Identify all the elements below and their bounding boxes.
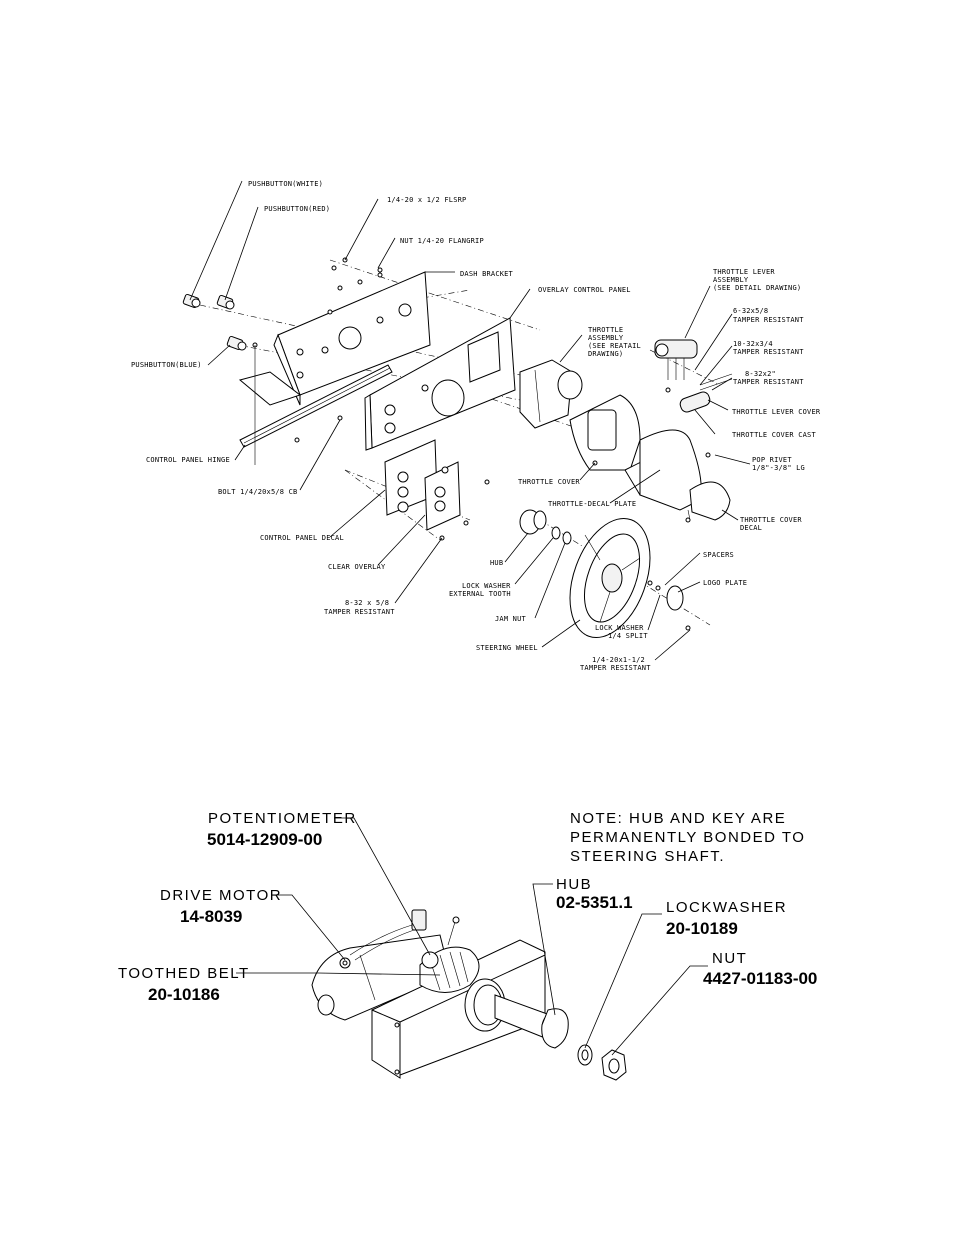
label-control-panel-decal: CONTROL PANEL DECAL — [260, 534, 344, 542]
steering-wheel-part — [569, 517, 651, 639]
pushbutton-blue-part — [226, 335, 247, 351]
throttle-assembly-part — [519, 359, 583, 429]
note-line-3: STEERING SHAFT. — [570, 848, 725, 865]
label-throttle-assembly-2: ASSEMBLY — [588, 334, 624, 342]
label-control-panel-hinge: CONTROL PANEL HINGE — [146, 456, 230, 464]
lower-assembly-view: POTENTIOMETER 5014-12909-00 DRIVE MOTOR … — [118, 810, 817, 1081]
note-line-2: PERMANENTLY BONDED TO — [570, 829, 805, 846]
jam-nut-part — [562, 531, 572, 545]
label-drive-motor-part-number: 14-8039 — [180, 907, 242, 926]
upper-leader-lines — [189, 180, 751, 661]
label-screw-8-32-5-8-1: 8-32 x 5/8 — [345, 599, 389, 607]
label-hub: HUB — [490, 559, 503, 567]
label-screw-8-32-5-8-2: TAMPER RESISTANT — [324, 608, 395, 616]
pushbutton-red-part — [216, 294, 235, 310]
label-throttle-assembly-1: THROTTLE — [588, 326, 623, 334]
label-screw-6-32-1: 6-32x5/8 — [733, 307, 768, 315]
lockwasher-lower-part — [577, 1044, 593, 1066]
label-pushbutton-red: PUSHBUTTON(RED) — [264, 205, 330, 213]
label-lock-washer-split-1: LOCK WASHER — [595, 624, 644, 632]
label-dash-bracket: DASH BRACKET — [460, 270, 514, 278]
label-lockwasher: LOCKWASHER — [666, 899, 787, 916]
label-overlay-control-panel: OVERLAY CONTROL PANEL — [538, 286, 631, 294]
label-jam-nut: JAM NUT — [495, 615, 526, 623]
overlay-control-panel-part — [364, 317, 516, 451]
lower-leader-lines — [236, 817, 708, 1056]
label-flsrp: 1/4-20 x 1/2 FLSRP — [387, 196, 466, 204]
label-throttle-decal-plate: THROTTLE-DECAL PLATE — [548, 500, 636, 508]
label-screw-8-32-2-2: TAMPER RESISTANT — [733, 378, 804, 386]
spacers-part — [647, 580, 661, 591]
label-screw-1-4-20-2: TAMPER RESISTANT — [580, 664, 651, 672]
upper-exploded-view: PUSHBUTTON(WHITE) PUSHBUTTON(RED) 1/4-20… — [131, 180, 821, 672]
throttle-cover-decal-part — [687, 481, 731, 521]
label-throttle-lever-assembly-2: ASSEMBLY — [713, 276, 749, 284]
label-throttle-cover-decal-2: DECAL — [740, 524, 762, 532]
pushbutton-white-part — [182, 293, 201, 309]
label-pop-rivet-1: POP RIVET — [752, 456, 792, 464]
label-clear-overlay: CLEAR OVERLAY — [328, 563, 386, 571]
label-bolt: BOLT 1/4/20x5/8 CB — [218, 488, 297, 496]
drive-motor-part — [311, 934, 451, 1021]
label-hub-lower: HUB — [556, 876, 592, 893]
label-throttle-assembly-4: DRAWING) — [588, 350, 623, 358]
label-screw-8-32-2-1: 8-32x2" — [745, 370, 776, 378]
label-screw-10-32-1: 10-32x3/4 — [733, 340, 773, 348]
hub-lower-part — [541, 1008, 569, 1049]
label-nut-part-number: 4427-01183-00 — [703, 969, 817, 988]
label-screw-10-32-2: TAMPER RESISTANT — [733, 348, 804, 356]
label-nut-flangrip: NUT 1/4-20 FLANGRIP — [400, 237, 484, 245]
throttle-lever-assembly-part — [654, 339, 698, 380]
label-nut: NUT — [712, 950, 747, 967]
label-throttle-lever-cover: THROTTLE LEVER COVER — [732, 408, 821, 416]
label-hub-part-number: 02-5351.1 — [556, 893, 633, 912]
screws — [252, 257, 711, 631]
label-throttle-cover-cast: THROTTLE COVER CAST — [732, 431, 816, 439]
throttle-cover-part — [569, 394, 641, 471]
label-throttle-lever-assembly-3: (SEE DETAIL DRAWING) — [713, 284, 801, 292]
throttle-lever-cover-part — [679, 373, 733, 413]
label-potentiometer-part-number: 5014-12909-00 — [207, 830, 322, 849]
label-pop-rivet-2: 1/8"-3/8" LG — [752, 464, 805, 472]
logo-plate-part — [666, 585, 684, 611]
label-lock-washer-ext-2: EXTERNAL TOOTH — [449, 590, 511, 598]
label-pushbutton-blue: PUSHBUTTON(BLUE) — [131, 361, 202, 369]
label-throttle-assembly-3: (SEE REATAIL — [588, 342, 641, 350]
potentiometer-part — [349, 909, 460, 969]
label-lock-washer-ext-1: LOCK WASHER — [462, 582, 511, 590]
label-throttle-cover: THROTTLE COVER — [518, 478, 580, 486]
label-screw-6-32-2: TAMPER RESISTANT — [733, 316, 804, 324]
label-screw-1-4-20-1: 1/4-20x1-1/2 — [592, 656, 645, 664]
label-lock-washer-split-2: 1/4 SPLIT — [608, 632, 648, 640]
label-spacers: SPACERS — [703, 551, 734, 559]
nut-lower-part — [601, 1049, 627, 1081]
label-pushbutton-white: PUSHBUTTON(WHITE) — [248, 180, 323, 188]
label-throttle-cover-decal-1: THROTTLE COVER — [740, 516, 802, 524]
label-lockwasher-part-number: 20-10189 — [666, 919, 738, 938]
label-potentiometer: POTENTIOMETER — [208, 810, 357, 827]
label-drive-motor: DRIVE MOTOR — [160, 887, 282, 904]
label-logo-plate: LOGO PLATE — [703, 579, 747, 587]
label-steering-wheel: STEERING WHEEL — [476, 644, 538, 652]
note-line-1: NOTE: HUB AND KEY ARE — [570, 810, 786, 827]
lock-washer-external-part — [551, 526, 561, 540]
label-throttle-lever-assembly-1: THROTTLE LEVER — [713, 268, 775, 276]
hub-part — [519, 509, 547, 535]
control-panel-hinge-part — [239, 364, 393, 448]
control-panel-decal-part — [384, 439, 438, 516]
clear-overlay-part — [424, 461, 461, 531]
label-toothed-belt-part-number: 20-10186 — [148, 985, 220, 1004]
label-toothed-belt: TOOTHED BELT — [118, 965, 250, 982]
dash-bracket-part — [238, 271, 431, 406]
